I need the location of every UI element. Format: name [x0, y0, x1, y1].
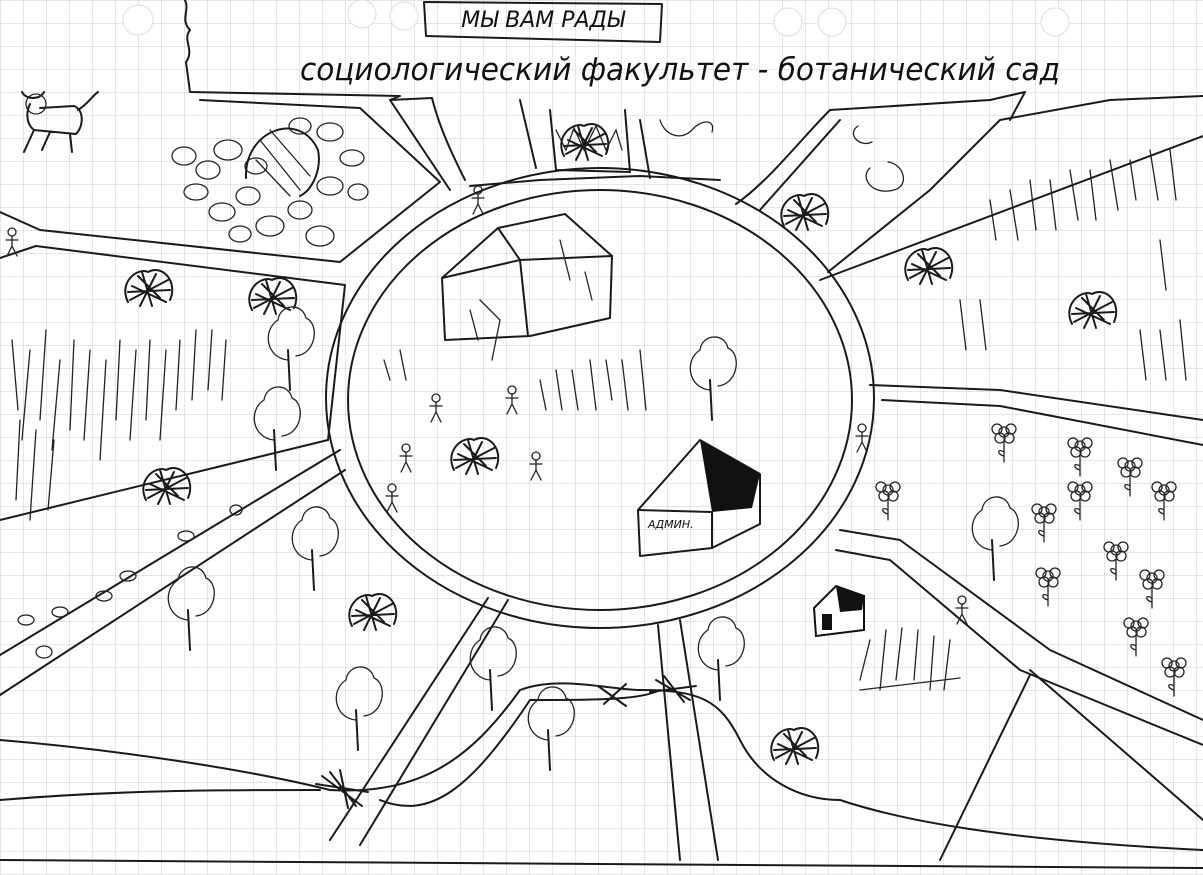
admin-building: АДМИН.: [637, 439, 761, 557]
svg-text:МЫ ВАМ РАДЫ: МЫ ВАМ РАДЫ: [461, 8, 626, 33]
central-circle: [325, 167, 875, 629]
top-sketches: [555, 119, 904, 192]
admin-label: АДМИН.: [647, 518, 694, 531]
rock-garden: [171, 117, 369, 247]
small-house: [812, 584, 865, 638]
welcome-sign: МЫ ВАМ РАДЫ: [423, 1, 663, 43]
bridge: [315, 675, 697, 809]
meadow-hatching: [11, 149, 1187, 691]
greenhouse: [441, 213, 613, 361]
animal-doodle: [21, 91, 99, 153]
binder-holes: [122, 0, 1070, 37]
map-subtitle: социологический факультет - ботанический…: [300, 52, 1060, 88]
stepping-stones: [17, 504, 243, 659]
